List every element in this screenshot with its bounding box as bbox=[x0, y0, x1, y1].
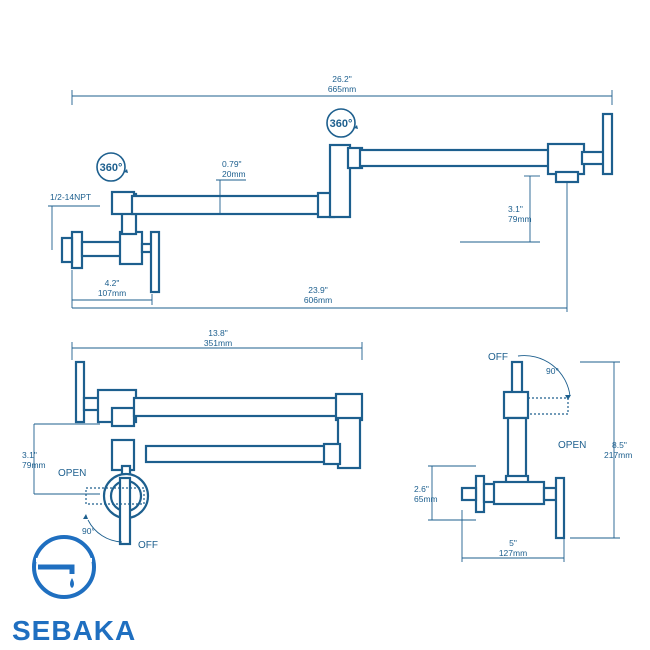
reach-in: 23.9" bbox=[308, 285, 328, 295]
top-view: 26.2" 665mm 360° 360° bbox=[48, 74, 614, 312]
side-off-label: OFF bbox=[488, 352, 508, 363]
flange-offset-in: 2.6" bbox=[414, 484, 429, 494]
side-height-mm: 217mm bbox=[604, 450, 632, 460]
side-height-dimension: 8.5" 217mm bbox=[570, 361, 632, 539]
pipe-diameter-dimension: 0.79" 20mm bbox=[216, 159, 246, 215]
brand-logo: SEBAKA bbox=[12, 535, 136, 646]
arc-arrow-icon bbox=[83, 514, 88, 519]
folded-length-dimension: 13.8" 351mm bbox=[71, 328, 363, 360]
folded-open-label: OPEN bbox=[58, 468, 86, 479]
rotation-badge-left: 360° bbox=[96, 152, 128, 182]
side-depth-mm: 127mm bbox=[499, 548, 527, 558]
arc-arrow-icon bbox=[565, 395, 571, 400]
faucet-folded bbox=[74, 360, 364, 546]
overall-length-dimension: 26.2" 665mm bbox=[71, 74, 613, 105]
faucet-drop-logo-icon bbox=[32, 535, 96, 599]
spout-drop-mm: 79mm bbox=[508, 214, 532, 224]
brand-name: SEBAKA bbox=[12, 615, 136, 646]
arm-spacing-dimension: 3.1" 79mm bbox=[22, 423, 100, 495]
folded-view: 13.8" 351mm bbox=[22, 328, 364, 551]
reach-dimensions: 4.2" 107mm 23.9" 606mm bbox=[71, 182, 568, 312]
rotation-arrow-icon bbox=[354, 125, 358, 129]
faucet-top-view: 1/2-14NPT bbox=[48, 112, 614, 294]
wall-to-valve-mm: 107mm bbox=[98, 288, 126, 298]
overall-length-in: 26.2" bbox=[332, 74, 352, 84]
side-depth-dimension: 5" 127mm bbox=[461, 510, 565, 562]
reach-mm: 606mm bbox=[304, 295, 332, 305]
faucet-side bbox=[460, 355, 571, 540]
side-depth-in: 5" bbox=[509, 538, 517, 548]
spout-drop-in: 3.1" bbox=[508, 204, 523, 214]
side-angle-label: 90° bbox=[546, 366, 559, 376]
arm-spacing-in: 3.1" bbox=[22, 450, 37, 460]
folded-length-mm: 351mm bbox=[204, 338, 232, 348]
pipe-diameter-in: 0.79" bbox=[222, 159, 242, 169]
overall-length-mm: 665mm bbox=[328, 84, 356, 94]
wall-to-valve-in: 4.2" bbox=[105, 278, 120, 288]
side-view: OFF OPEN 90° 8.5" 217mm bbox=[414, 352, 632, 562]
folded-angle-label: 90° bbox=[82, 526, 95, 536]
side-open-label: OPEN bbox=[558, 440, 586, 451]
flange-offset-mm: 65mm bbox=[414, 494, 438, 504]
rotation-badge-right: 360° bbox=[326, 108, 358, 138]
thread-size-label: 1/2-14NPT bbox=[50, 192, 91, 202]
rotation-badge-left-label: 360° bbox=[100, 162, 123, 174]
spout-drop-dimension: 3.1" 79mm bbox=[460, 175, 540, 243]
side-height-in: 8.5" bbox=[612, 440, 627, 450]
pipe-diameter-mm: 20mm bbox=[222, 169, 246, 179]
folded-off-label: OFF bbox=[138, 540, 158, 551]
flange-offset-dimension: 2.6" 65mm bbox=[414, 465, 476, 521]
folded-length-in: 13.8" bbox=[208, 328, 228, 338]
rotation-arrow-icon bbox=[124, 169, 128, 173]
arm-spacing-mm: 79mm bbox=[22, 460, 46, 470]
rotation-badge-right-label: 360° bbox=[330, 118, 353, 130]
